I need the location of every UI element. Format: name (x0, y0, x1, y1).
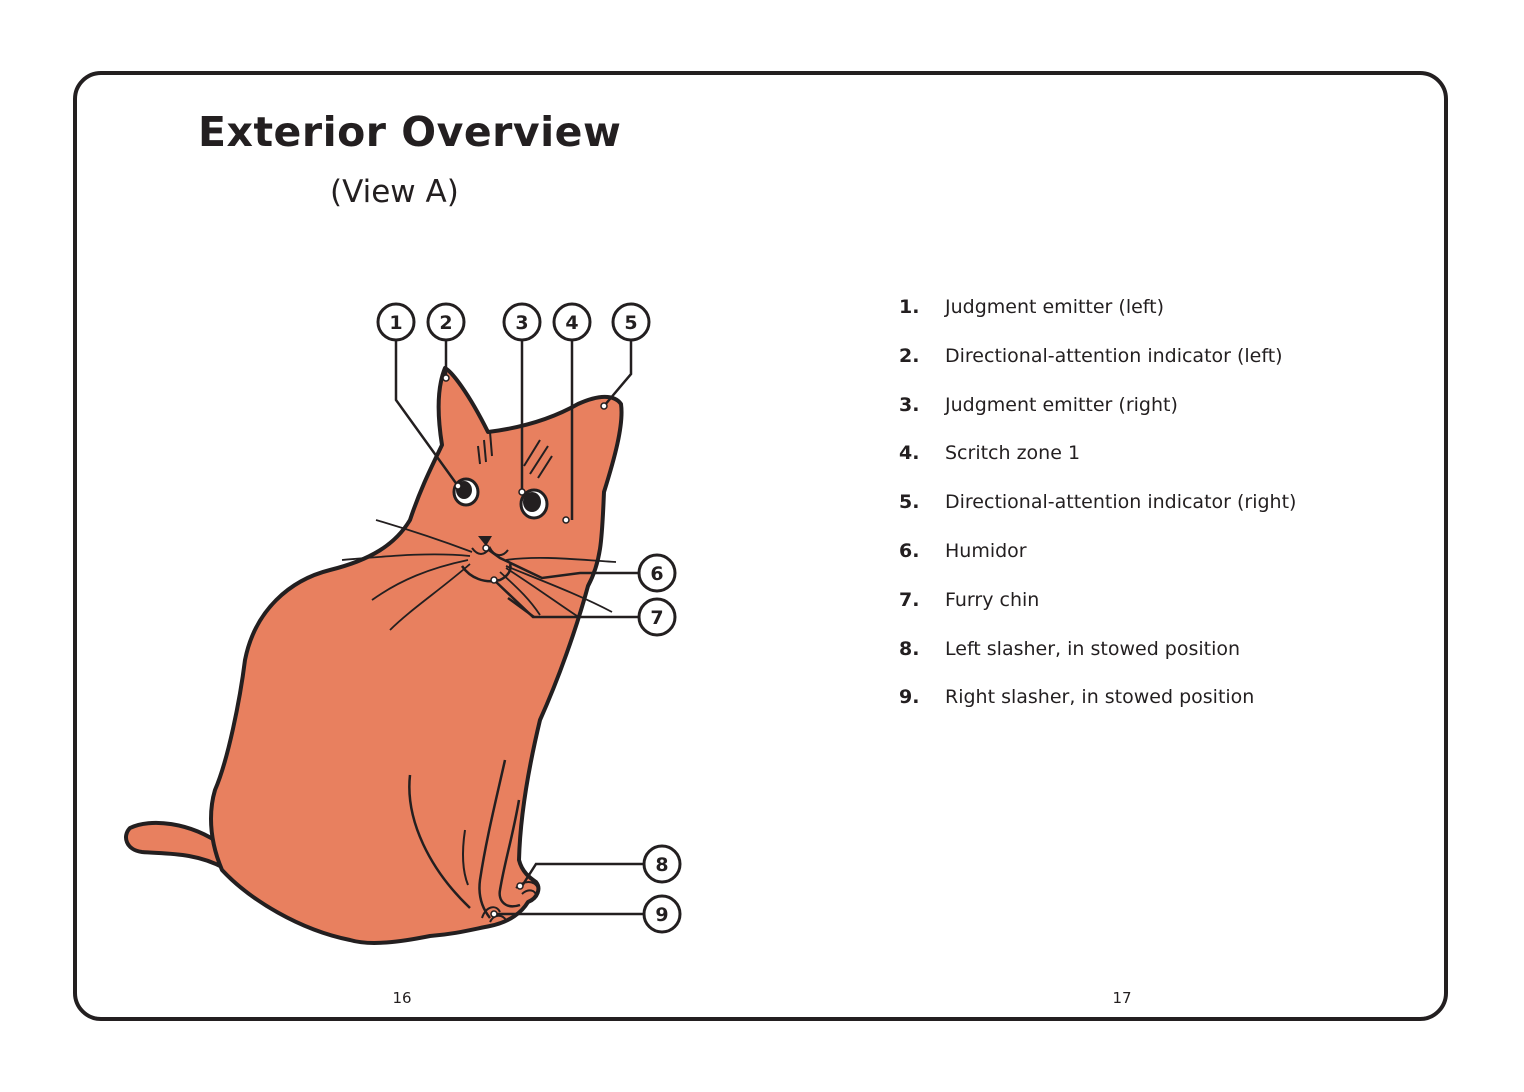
svg-text:1: 1 (389, 312, 402, 334)
parts-legend: 1. Judgment emitter (left) 2. Directional-… (899, 296, 1296, 735)
cat-whiskers (341, 519, 617, 631)
callout-3: 3 (502, 302, 542, 342)
legend-item: 4. Scritch zone 1 (899, 442, 1296, 491)
legend-label: Scritch zone 1 (945, 442, 1081, 465)
page-subtitle: (View A) (330, 174, 459, 210)
leader-dots (442, 374, 608, 918)
legend-label: Directional-attention indicator (left) (945, 344, 1283, 367)
page-title: Exterior Overview (198, 108, 622, 156)
legend-item: 5. Directional-attention indicator (right… (899, 491, 1296, 540)
callout-9: 9 (642, 894, 682, 934)
cat-paw-right (481, 906, 507, 923)
svg-text:4: 4 (565, 312, 578, 334)
svg-text:8: 8 (655, 854, 668, 876)
callout-5: 5 (611, 302, 651, 342)
svg-text:6: 6 (650, 563, 663, 585)
page-number-left: 16 (392, 989, 412, 1007)
svg-text:2: 2 (439, 312, 452, 334)
leader-lines (394, 340, 644, 916)
callout-2: 2 (426, 302, 466, 342)
svg-text:3: 3 (515, 312, 528, 334)
cat-front-leg-back (498, 799, 521, 908)
leader-line-8 (520, 862, 644, 887)
callout-4: 4 (552, 302, 592, 342)
callout-8: 8 (642, 844, 682, 884)
legend-label: Furry chin (945, 588, 1040, 611)
legend-label: Right slasher, in stowed position (945, 686, 1255, 709)
legend-item: 8. Left slasher, in stowed position (899, 638, 1296, 687)
svg-text:9: 9 (655, 904, 668, 926)
cat-leg-crease (462, 829, 469, 886)
legend-number: 6. (899, 539, 920, 562)
page-frame (73, 71, 1448, 1021)
leader-line-7b (507, 596, 535, 619)
legend-label: Directional-attention indicator (right) (945, 491, 1297, 514)
cat-mouth (471, 546, 509, 556)
legend-item: 3. Judgment emitter (right) (899, 394, 1296, 443)
legend-number: 8. (899, 637, 920, 660)
cat-forehead-marks (477, 431, 553, 479)
callout-6: 6 (637, 553, 677, 593)
callout-7: 7 (637, 597, 677, 637)
cat-nose (478, 536, 492, 546)
legend-number: 9. (899, 686, 920, 709)
legend-number: 1. (899, 296, 920, 318)
cat-body (209, 366, 624, 945)
legend-number: 3. (899, 393, 920, 416)
legend-item: 9. Right slasher, in stowed position (899, 686, 1296, 735)
legend-item: 1. Judgment emitter (left) (899, 296, 1296, 345)
legend-item: 6. Humidor (899, 540, 1296, 589)
legend-item: 7. Furry chin (899, 589, 1296, 638)
leader-line-6 (485, 546, 639, 580)
legend-number: 7. (899, 588, 920, 611)
cat-chin (460, 563, 512, 583)
legend-number: 2. (899, 344, 920, 367)
legend-label: Humidor (945, 539, 1027, 562)
legend-number: 4. (899, 442, 920, 465)
svg-text:5: 5 (624, 312, 637, 334)
cat-pupil-right (523, 492, 541, 512)
leader-line-1 (394, 340, 460, 487)
cat-tail (124, 820, 226, 870)
legend-label: Judgment emitter (left) (945, 296, 1165, 318)
leader-line-5 (603, 340, 633, 407)
legend-label: Left slasher, in stowed position (945, 637, 1241, 660)
cat-shoulder-line (408, 774, 471, 909)
callout-1: 1 (376, 302, 416, 342)
legend-label: Judgment emitter (right) (945, 393, 1178, 416)
page-number-right: 17 (1112, 989, 1132, 1007)
legend-item: 2. Directional-attention indicator (left) (899, 345, 1296, 394)
legend-number: 5. (899, 491, 920, 514)
svg-text:7: 7 (650, 607, 663, 629)
cat-front-leg-front (478, 759, 507, 919)
